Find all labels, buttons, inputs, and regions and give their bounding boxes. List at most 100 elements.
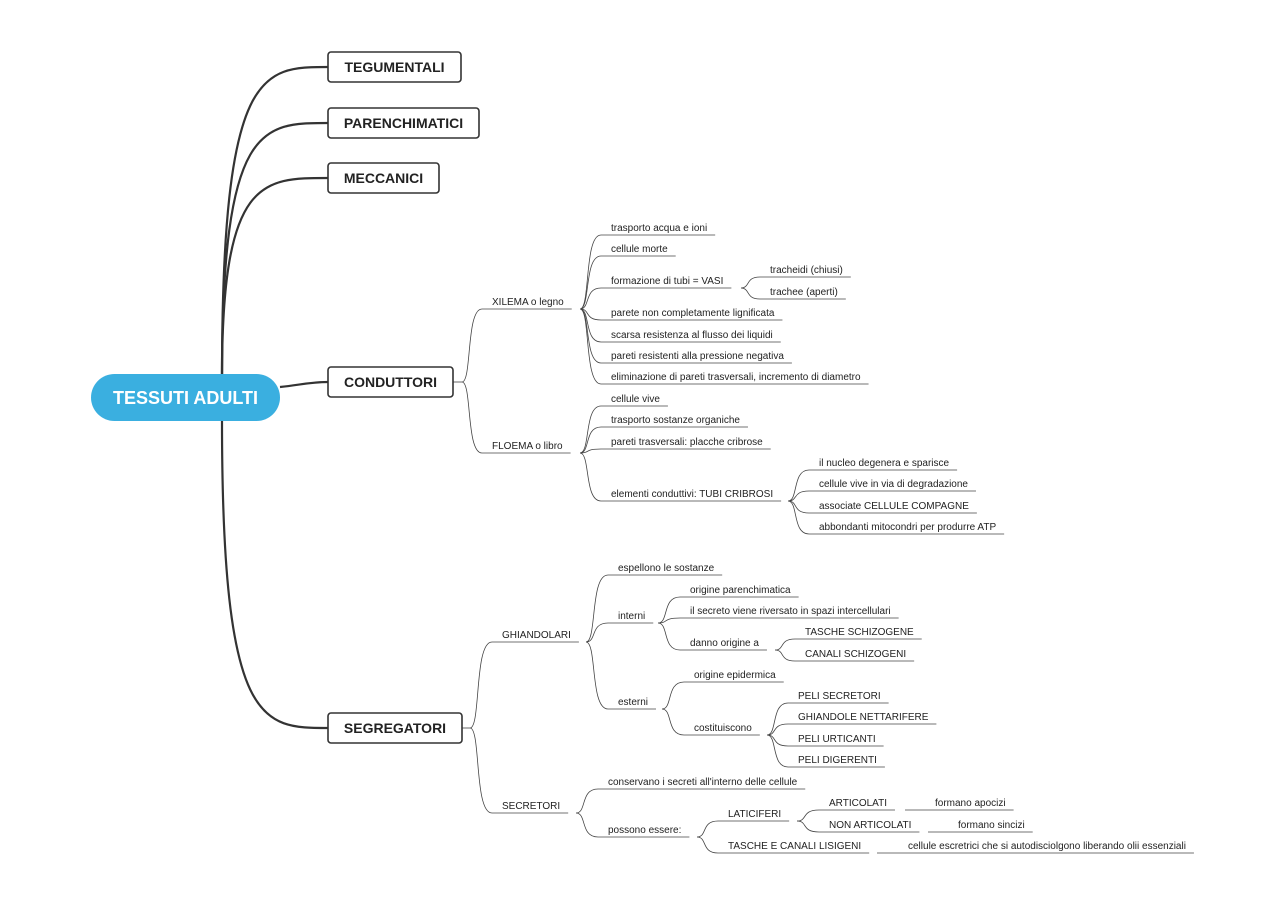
subtopic-g-esterni[interactable]: esterni bbox=[618, 697, 648, 708]
topic-segregatori[interactable]: SEGREGATORI bbox=[327, 712, 463, 744]
connector bbox=[740, 276, 761, 289]
topic-parenchimatici[interactable]: PARENCHIMATICI bbox=[327, 107, 480, 139]
connector-lines bbox=[220, 65, 1194, 854]
subtopic-s-conserv[interactable]: conservano i secreti all'interno delle c… bbox=[608, 777, 798, 788]
connector bbox=[220, 420, 329, 730]
connector bbox=[696, 820, 719, 838]
topic-meccanici-label: MECCANICI bbox=[344, 170, 423, 186]
subtopic-secretori[interactable]: SECRETORI bbox=[502, 801, 560, 812]
subtopic-g-costit[interactable]: costituiscono bbox=[694, 723, 752, 734]
subtopic-ghiandolari[interactable]: GHIANDOLARI bbox=[502, 630, 571, 641]
root-label: TESSUTI ADULTI bbox=[113, 388, 258, 408]
subtopic-f-degrad[interactable]: cellule vive in via di degradazione bbox=[819, 479, 968, 490]
connector bbox=[279, 380, 329, 389]
connector bbox=[796, 809, 820, 822]
root-node[interactable]: TESSUTI ADULTI bbox=[91, 374, 280, 421]
subtopic-g-peli-sec[interactable]: PELI SECRETORI bbox=[798, 691, 881, 702]
subtopic-g-tasche[interactable]: TASCHE SCHIZOGENE bbox=[805, 627, 914, 638]
topic-conduttori[interactable]: CONDUTTORI bbox=[327, 366, 454, 398]
subtopic-s-nonartic[interactable]: NON ARTICOLATI bbox=[829, 820, 911, 831]
connector bbox=[575, 788, 599, 814]
subtopic-s-tasche[interactable]: TASCHE E CANALI LISIGENI bbox=[728, 841, 861, 852]
connector bbox=[657, 596, 681, 624]
subtopic-x-tracheidi[interactable]: tracheidi (chiusi) bbox=[770, 265, 843, 276]
connector bbox=[579, 426, 602, 454]
subtopic-f-pareti[interactable]: pareti trasversali: placche cribrose bbox=[611, 437, 763, 448]
subtopic-floema[interactable]: FLOEMA o libro bbox=[492, 441, 563, 452]
connector bbox=[661, 681, 685, 710]
connector bbox=[657, 622, 681, 651]
connector bbox=[469, 727, 493, 814]
connector bbox=[579, 452, 602, 502]
subtopic-x-trachee[interactable]: trachee (aperti) bbox=[770, 287, 838, 298]
subtopic-g-secreto[interactable]: il secreto viene riversato in spazi inte… bbox=[690, 606, 891, 617]
subtopic-f-nucleo[interactable]: il nucleo degenera e sparisce bbox=[819, 458, 950, 469]
subtopic-x-parete[interactable]: parete non completamente lignificata bbox=[611, 308, 775, 319]
subtopic-g-orig-epi[interactable]: origine epidermica bbox=[694, 670, 776, 681]
topic-parenchimatici-label: PARENCHIMATICI bbox=[344, 115, 463, 131]
topic-segregatori-label: SEGREGATORI bbox=[344, 720, 446, 736]
connector bbox=[787, 500, 810, 535]
connector bbox=[696, 836, 719, 854]
connector bbox=[579, 308, 602, 385]
connector bbox=[766, 723, 789, 736]
subtopic-x-scarsa[interactable]: scarsa resistenza al flusso dei liquidi bbox=[611, 330, 773, 341]
connector bbox=[585, 641, 609, 710]
connector bbox=[796, 820, 820, 833]
subtopic-f-trasporto[interactable]: trasporto sostanze organiche bbox=[611, 415, 740, 426]
subtopic-f-mito[interactable]: abbondanti mitocondri per produrre ATP bbox=[819, 522, 996, 533]
subtopic-s-apocizi[interactable]: formano apocizi bbox=[935, 798, 1006, 809]
subtopic-g-espell[interactable]: espellono le sostanze bbox=[618, 563, 715, 574]
connector bbox=[579, 234, 602, 310]
subtopic-s-sincizi[interactable]: formano sincizi bbox=[958, 820, 1025, 831]
subtopic-g-interni[interactable]: interni bbox=[618, 611, 645, 622]
connector bbox=[579, 255, 602, 310]
subtopic-g-orig-par[interactable]: origine parenchimatica bbox=[690, 585, 791, 596]
subtopic-g-danno[interactable]: danno origine a bbox=[690, 638, 759, 649]
connector bbox=[579, 308, 602, 343]
connector bbox=[774, 638, 796, 651]
connector bbox=[740, 287, 761, 300]
connector bbox=[766, 734, 789, 768]
connector bbox=[220, 121, 329, 378]
connector bbox=[661, 708, 685, 736]
connector bbox=[579, 287, 602, 310]
connector bbox=[579, 405, 602, 454]
connector bbox=[579, 448, 602, 454]
connector bbox=[575, 812, 599, 838]
subtopic-x-morte[interactable]: cellule morte bbox=[611, 244, 668, 255]
subtopic-s-possono[interactable]: possono essere: bbox=[608, 825, 681, 836]
subtopic-s-artic[interactable]: ARTICOLATI bbox=[829, 798, 887, 809]
subtopic-g-ghiand-nett[interactable]: GHIANDOLE NETTARIFERE bbox=[798, 712, 929, 723]
topic-tegumentali[interactable]: TEGUMENTALI bbox=[327, 51, 462, 83]
subtopic-x-elim[interactable]: eliminazione di pareti trasversali, incr… bbox=[611, 372, 861, 383]
subtopic-x-tubi[interactable]: formazione di tubi = VASI bbox=[611, 276, 723, 287]
connector bbox=[585, 622, 609, 643]
subtopic-f-vive[interactable]: cellule vive bbox=[611, 394, 660, 405]
subtopic-g-peli-dig[interactable]: PELI DIGERENTI bbox=[798, 755, 877, 766]
connector bbox=[461, 381, 483, 454]
connector bbox=[774, 649, 796, 662]
connector bbox=[766, 702, 789, 736]
subtopic-x-trasporto[interactable]: trasporto acqua e ioni bbox=[611, 223, 707, 234]
subtopic-xilema[interactable]: XILEMA o legno bbox=[492, 297, 564, 308]
connector bbox=[787, 469, 810, 502]
subtopic-g-peli-urt[interactable]: PELI URTICANTI bbox=[798, 734, 876, 745]
subtopic-s-latic[interactable]: LATICIFERI bbox=[728, 809, 781, 820]
connector bbox=[461, 308, 483, 383]
connector bbox=[585, 574, 609, 643]
subtopic-x-pareti[interactable]: pareti resistenti alla pressione negativ… bbox=[611, 351, 784, 362]
connector bbox=[469, 641, 493, 729]
connector bbox=[220, 176, 329, 378]
topic-tegumentali-label: TEGUMENTALI bbox=[344, 59, 444, 75]
connector bbox=[787, 490, 810, 502]
subtopic-s-cellule[interactable]: cellule escretrici che si autodisciolgon… bbox=[908, 841, 1186, 852]
topic-conduttori-label: CONDUTTORI bbox=[344, 374, 437, 390]
subtopic-f-elementi[interactable]: elementi conduttivi: TUBI CRIBROSI bbox=[611, 489, 773, 500]
topic-meccanici[interactable]: MECCANICI bbox=[327, 162, 440, 194]
connector bbox=[657, 617, 681, 624]
subtopic-g-canali[interactable]: CANALI SCHIZOGENI bbox=[805, 649, 906, 660]
subtopic-f-assoc[interactable]: associate CELLULE COMPAGNE bbox=[819, 501, 969, 512]
